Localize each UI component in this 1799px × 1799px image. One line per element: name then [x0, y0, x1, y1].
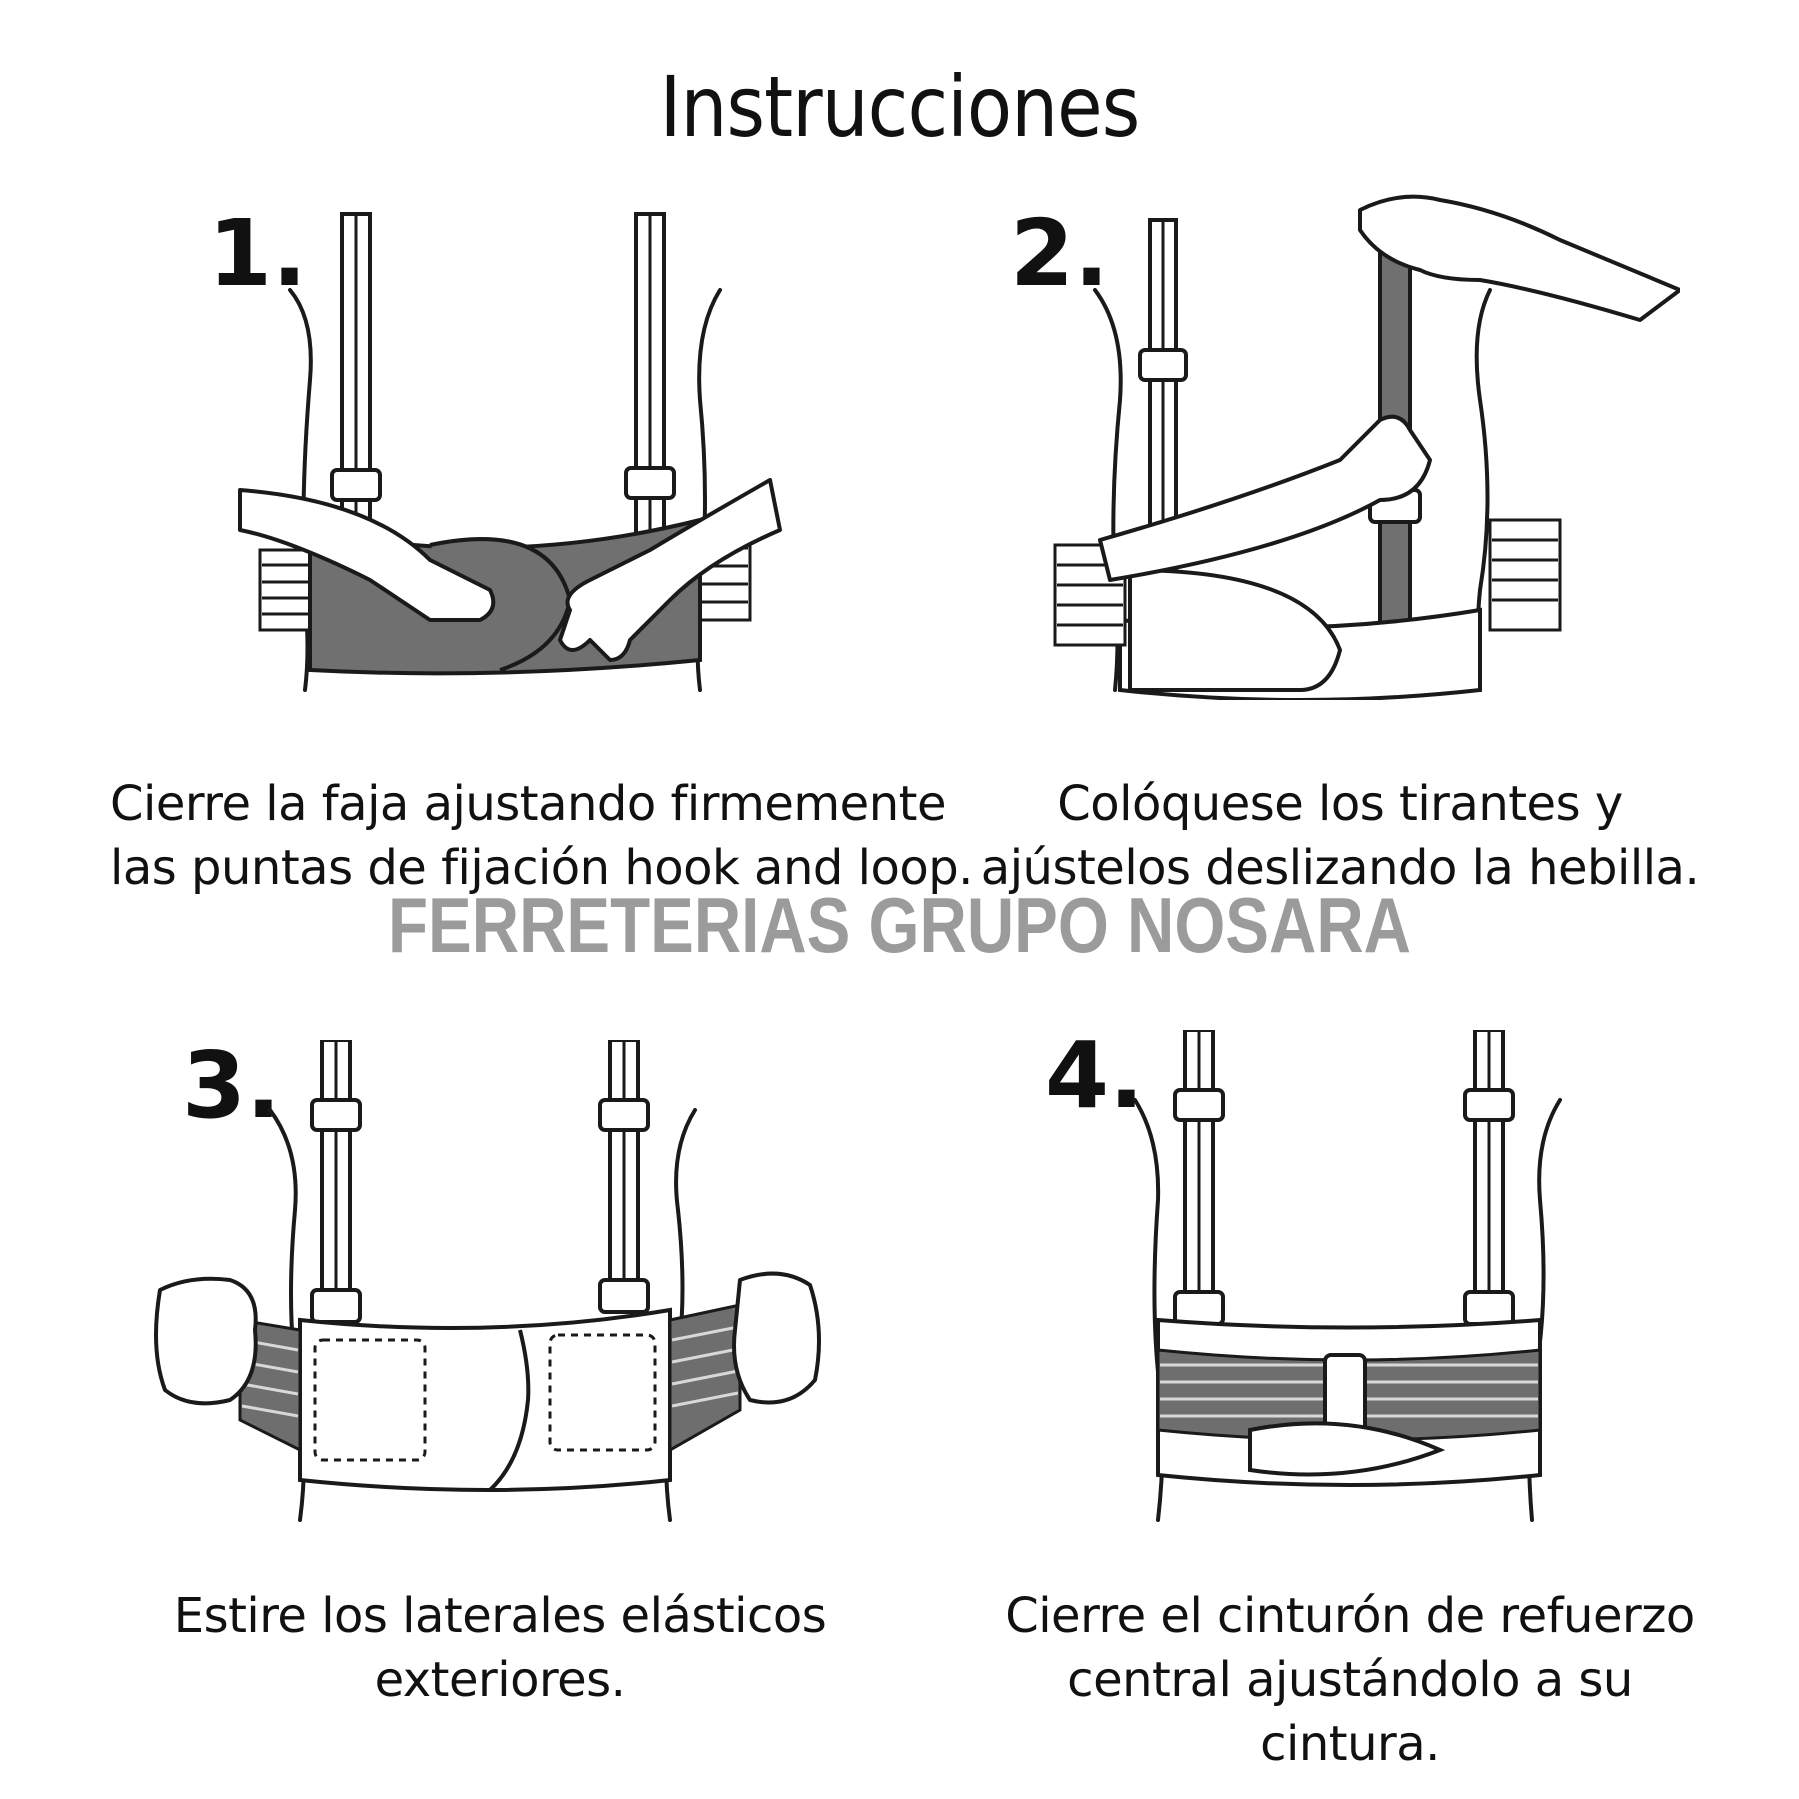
caption-line: Estire los laterales elásticos [173, 1588, 827, 1644]
step-2-caption: Colóquese los tirantes y ajústelos desli… [960, 772, 1720, 900]
step-2-illustration [1053, 194, 1680, 700]
step-3-illustration [154, 1040, 821, 1522]
caption-line: central ajustándolo a su [1067, 1652, 1633, 1708]
caption-line: cintura. [1260, 1716, 1440, 1772]
step-2-number: 2. [1010, 200, 1109, 307]
watermark: FERRETERIAS GRUPO NOSARA [388, 881, 1411, 969]
caption-line: Colóquese los tirantes y [1057, 776, 1623, 832]
step-4-caption: Cierre el cinturón de refuerzo central a… [990, 1584, 1710, 1776]
caption-line: Cierre la faja ajustando firmemente [110, 776, 946, 832]
step-3-number: 3. [182, 1032, 281, 1139]
caption-line: Cierre el cinturón de refuerzo [1005, 1588, 1695, 1644]
caption-line: las puntas de fijación hook and loop. [110, 840, 973, 896]
step-1-caption: Cierre la faja ajustando firmemente las … [110, 772, 973, 900]
step-4-illustration [1133, 1030, 1562, 1522]
caption-line: ajústelos deslizando la hebilla. [980, 840, 1700, 896]
step-1-illustration [238, 212, 782, 692]
page-title: Instrucciones [659, 58, 1141, 156]
step-1-number: 1. [208, 200, 307, 307]
step-4-number: 4. [1045, 1022, 1144, 1129]
step-3-caption: Estire los laterales elásticos exteriore… [110, 1584, 890, 1712]
caption-line: exteriores. [374, 1652, 626, 1708]
